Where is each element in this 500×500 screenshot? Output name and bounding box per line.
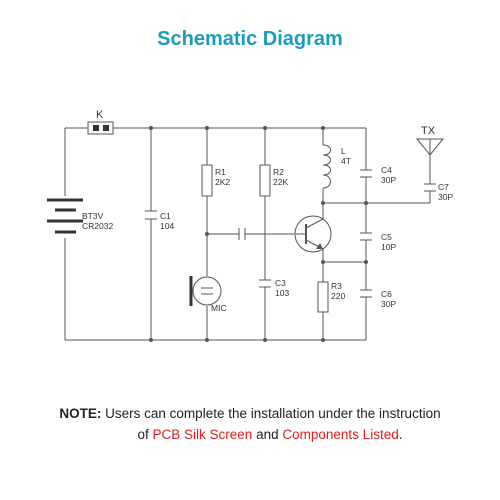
inductor-label: L: [341, 146, 346, 156]
r3-value: 220: [331, 291, 345, 301]
c5-label: C5: [381, 232, 392, 242]
microphone-symbol: [189, 276, 222, 306]
resistor-r1-symbol: [201, 164, 213, 197]
battery-label-1: BT3V: [82, 211, 104, 221]
transistor-symbol: [294, 215, 332, 253]
capacitor-c1-symbol: [145, 210, 157, 220]
note-text-d: .: [398, 427, 403, 442]
mic-label: MIC: [211, 303, 227, 313]
note-link-components-listed: Components Listed: [282, 427, 399, 442]
c4-label: C4: [381, 165, 392, 175]
c6-label: C6: [381, 289, 392, 299]
c7-value: 30P: [438, 192, 453, 202]
junction-dots: [149, 126, 368, 342]
note-text-b: of: [137, 427, 149, 442]
note-label: NOTE:: [59, 406, 102, 421]
r1-value: 2K2: [215, 177, 230, 187]
c7-label: C7: [438, 182, 449, 192]
installation-note: NOTE: Users can complete the installatio…: [0, 403, 500, 445]
antenna-label: TX: [421, 125, 436, 137]
coupling-capacitor-symbol: [238, 228, 246, 240]
switch-k-symbol: [87, 121, 114, 135]
note-line-1: NOTE: Users can complete the installatio…: [0, 403, 500, 424]
r3-label: R3: [331, 281, 342, 291]
r2-value: 22K: [273, 177, 288, 187]
capacitor-c5-symbol: [360, 232, 372, 241]
r2-label: R2: [273, 167, 284, 177]
c4-value: 30P: [381, 175, 396, 185]
capacitor-c7-symbol: [424, 183, 436, 192]
c3-value: 103: [275, 288, 289, 298]
c3-label: C3: [275, 278, 286, 288]
antenna-symbol: [415, 138, 445, 156]
diagram-title: Schematic Diagram: [157, 28, 343, 50]
switch-label: K: [96, 109, 104, 121]
note-line-2: of PCB Silk Screen and Components Listed…: [0, 424, 500, 445]
inductor-l-symbol: [322, 144, 331, 189]
r1-label: R1: [215, 167, 226, 177]
c1-value: 104: [160, 221, 174, 231]
note-text-a: Users can complete the installation unde…: [105, 406, 441, 421]
battery-label-2: CR2032: [82, 221, 113, 231]
capacitor-c4-symbol: [360, 169, 372, 178]
note-link-silk-screen: PCB Silk Screen: [152, 427, 253, 442]
c6-value: 30P: [381, 299, 396, 309]
inductor-value: 4T: [341, 156, 351, 166]
capacitor-c3-symbol: [259, 279, 271, 288]
resistor-r3-symbol: [317, 281, 329, 313]
battery-symbol: [47, 196, 83, 238]
resistor-r2-symbol: [259, 164, 271, 197]
capacitor-c6-symbol: [360, 289, 372, 298]
note-text-c: and: [256, 427, 279, 442]
c1-label: C1: [160, 211, 171, 221]
c5-value: 10P: [381, 242, 396, 252]
